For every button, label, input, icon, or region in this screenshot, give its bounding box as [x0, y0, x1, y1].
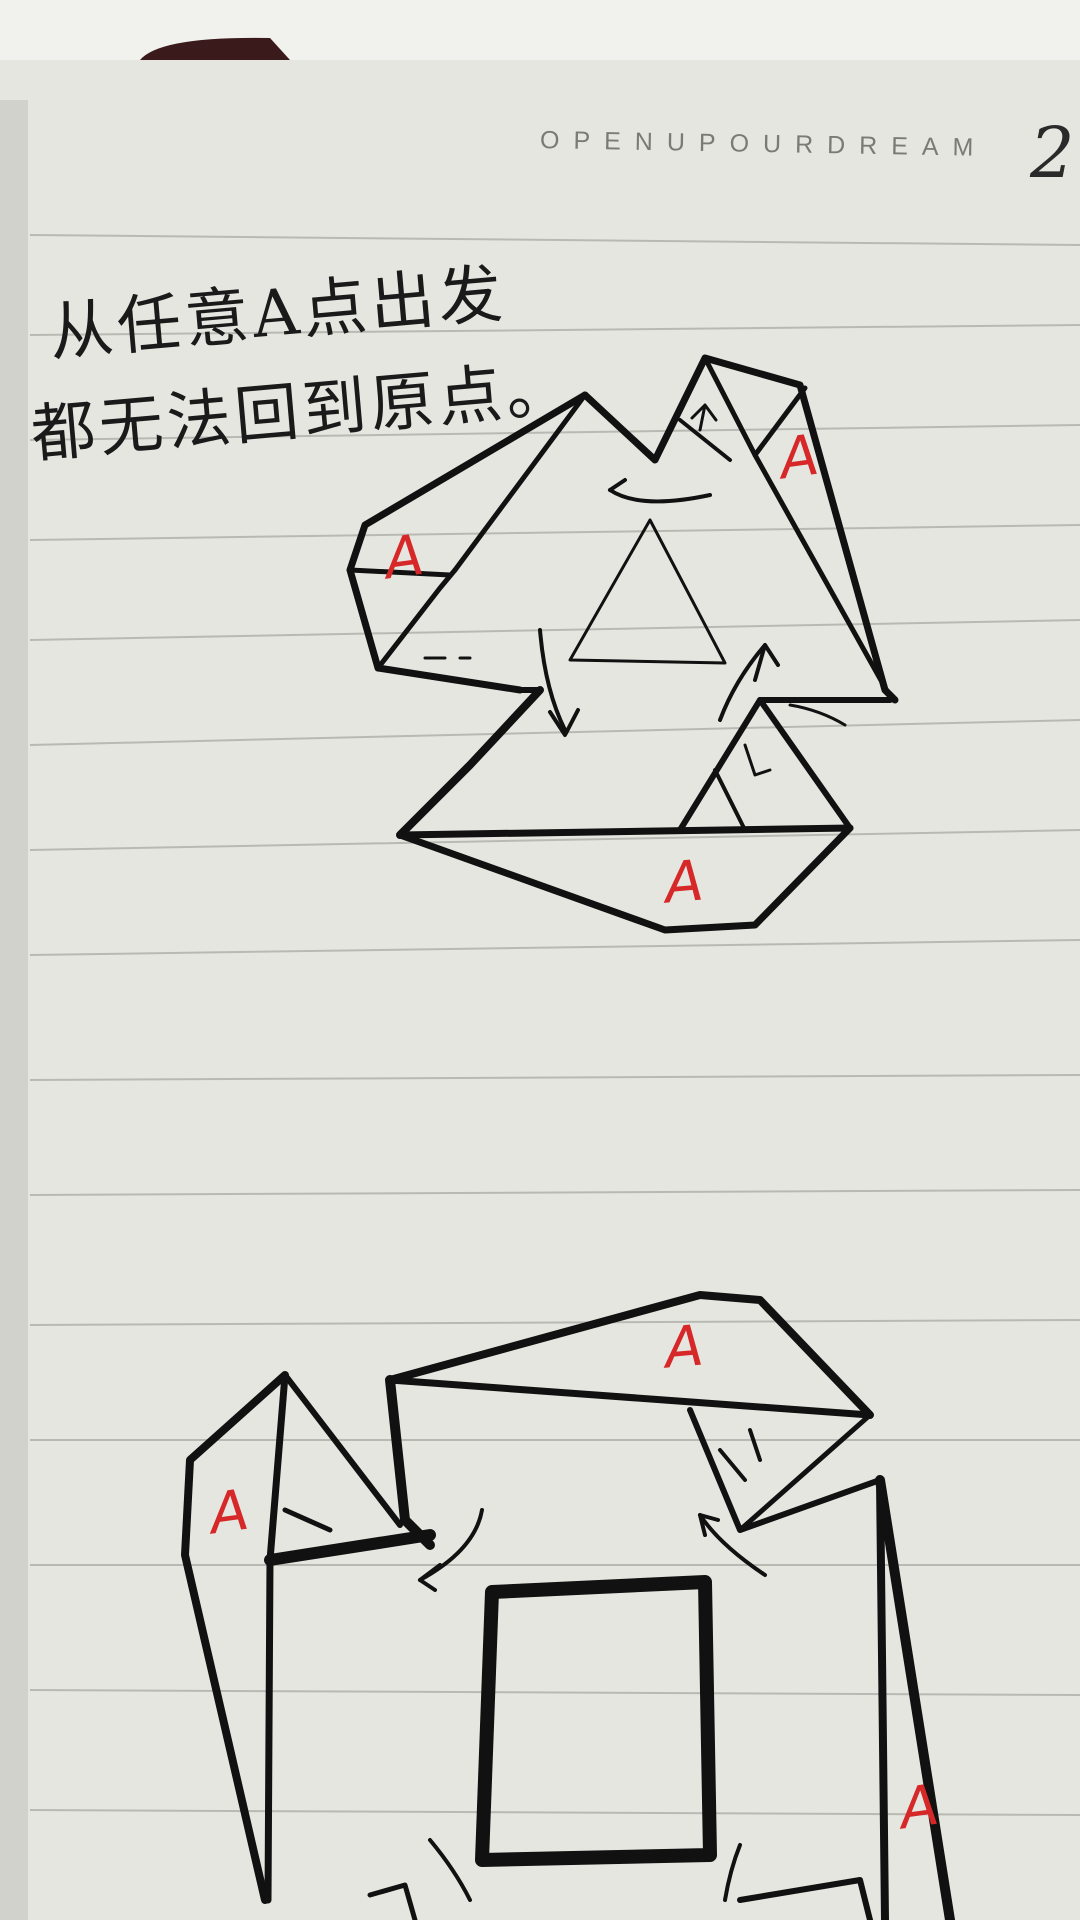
page-number: 2: [1030, 112, 1075, 194]
label-a-upper-bottom: A: [662, 848, 707, 917]
triangle-figure: [346, 354, 899, 934]
label-a-lower-top: A: [662, 1313, 707, 1382]
square-figure: [181, 1291, 955, 1920]
